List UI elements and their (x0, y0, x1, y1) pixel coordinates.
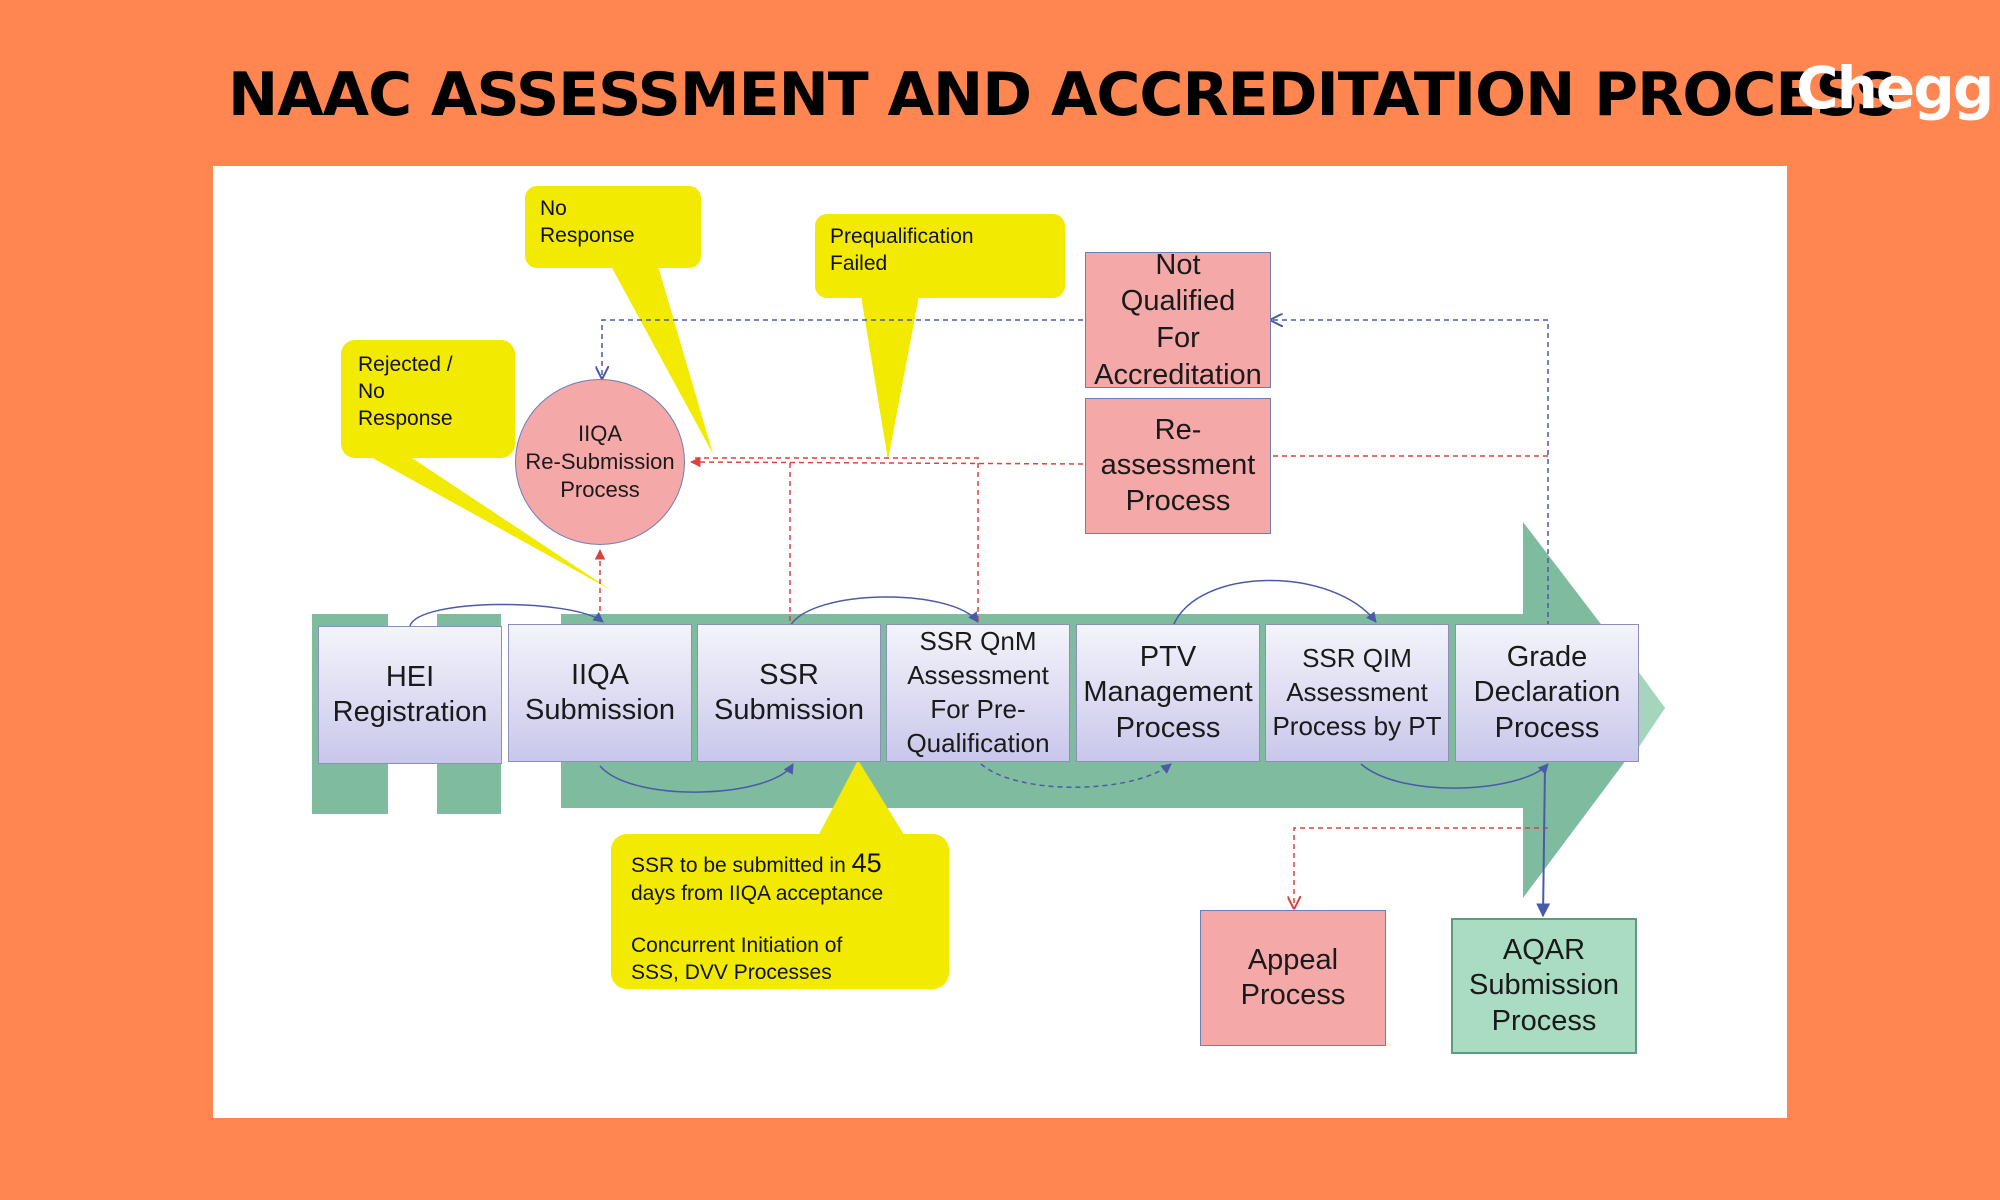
ssr-deadline-prefix: SSR to be submitted in (631, 854, 852, 877)
callout-ssr-timeline-text: SSR to be submitted in 45 days from IIQA… (631, 846, 941, 987)
step-grade-declaration: Grade Declaration Process (1455, 624, 1639, 762)
callout-ssr-timeline (611, 760, 949, 989)
step-ssr-qnm-assessment: SSR QnM Assessment For Pre- Qualificatio… (886, 624, 1070, 762)
step-ssr-submission: SSR Submission (697, 624, 881, 762)
iiqa-resubmission-process: IIQA Re-Submission Process (515, 379, 685, 545)
callout-prequal-failed-text: Prequalification Failed (830, 225, 974, 275)
callout-rejected (341, 340, 611, 590)
ssr-deadline-days: 45 (851, 848, 882, 878)
diagram-panel: Rejected / No Response No Response Prequ… (213, 166, 1787, 1118)
chegg-logo: Chegg (1796, 54, 1994, 122)
step-hei-registration: HEI Registration (318, 626, 502, 764)
step-iiqa-submission: IIQA Submission (508, 624, 692, 762)
ssr-deadline-line: SSR to be submitted in 45 (631, 846, 941, 881)
callout-no-response-text: No Response (540, 197, 635, 247)
callout-rejected-text: Rejected / No Response (358, 353, 453, 430)
reassessment-box: Re- assessment Process (1085, 398, 1271, 534)
callout-no-response (525, 186, 713, 454)
page-title: NAAC ASSESSMENT AND ACCREDITATION PROCES… (228, 60, 1898, 130)
ssr-concurrent-note: Concurrent Initiation of SSS, DVV Proces… (631, 934, 843, 985)
not-qualified-box: Not Qualified For Accreditation (1085, 249, 1271, 391)
appeal-process-box: Appeal Process (1200, 910, 1386, 1046)
step-ptv-management: PTV Management Process (1076, 624, 1260, 762)
step-ssr-qim-assessment: SSR QIM Assessment Process by PT (1265, 624, 1449, 762)
callout-prequal-failed (815, 214, 1065, 460)
aqar-submission-box: AQAR Submission Process (1451, 918, 1637, 1054)
ssr-deadline-suffix: days from IIQA acceptance (631, 881, 884, 905)
